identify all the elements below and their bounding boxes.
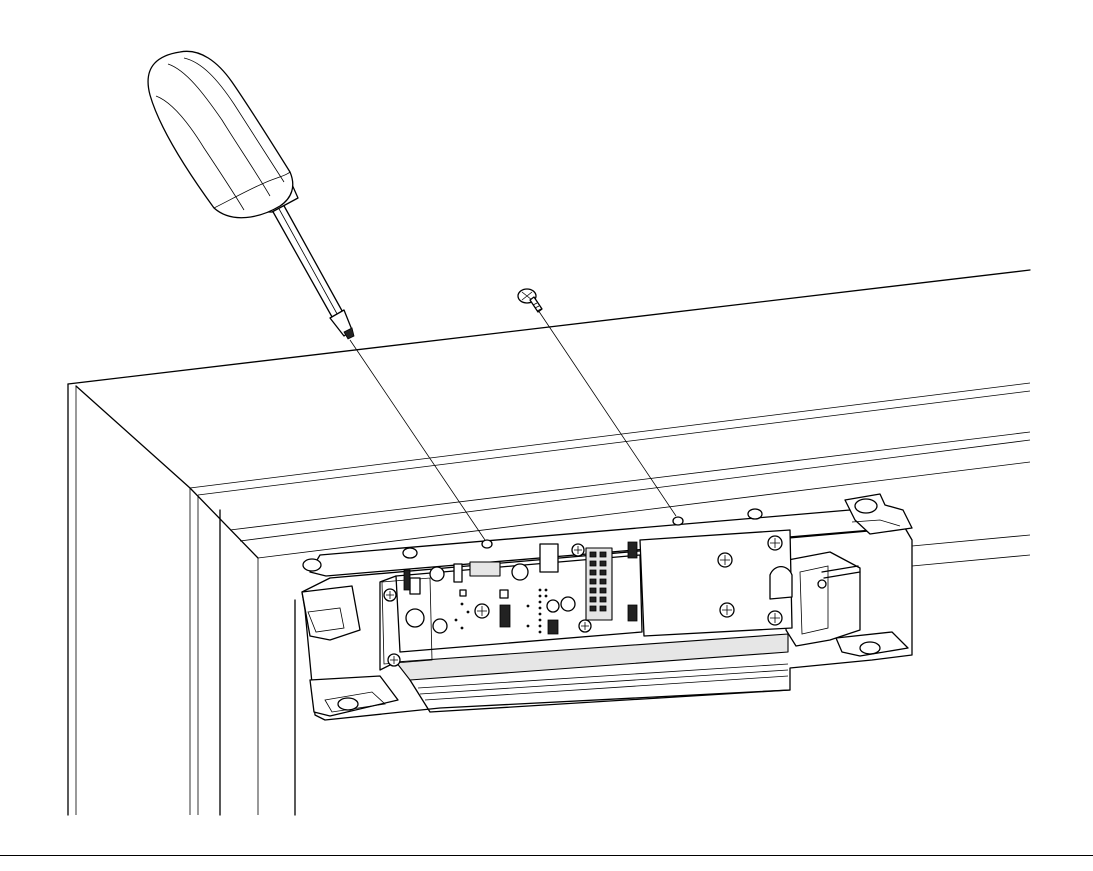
bottom-divider <box>0 855 1093 856</box>
screwdriver-icon <box>148 51 485 540</box>
door-frame <box>68 270 1030 815</box>
control-board <box>382 530 792 666</box>
screw-icon <box>518 289 676 516</box>
